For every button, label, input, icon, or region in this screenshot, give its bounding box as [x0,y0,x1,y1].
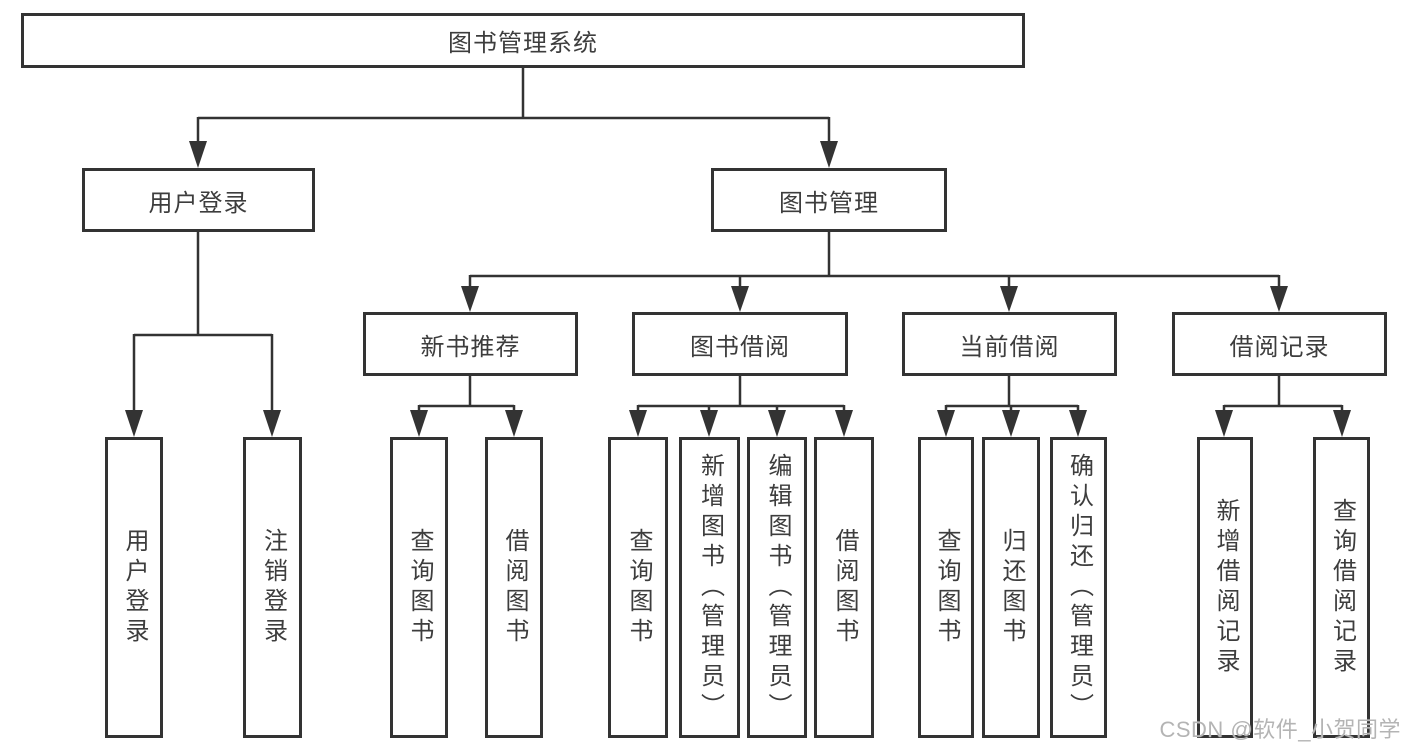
node-library-system-label: 图书管理系统 [448,30,598,57]
leaf-borrow-query-books-label: 查询图书 [625,527,652,648]
node-new-book-recommendation: 新书推荐 [363,312,578,376]
leaf-user-login-label: 用户登录 [121,527,148,648]
leaf-add-books-admin-label: 新增图书（管理员） [696,452,724,723]
leaf-recommend-query-books: 查询图书 [390,437,448,738]
leaf-borrow-books-label: 借阅图书 [831,527,858,648]
leaf-logout: 注销登录 [243,437,302,738]
leaf-recommend-borrow-books: 借阅图书 [485,437,543,738]
leaf-return-books-label: 归还图书 [998,527,1025,648]
arrowhead-icons [125,141,1351,437]
leaf-logout-label: 注销登录 [259,527,287,648]
leaf-current-query-books: 查询图书 [918,437,974,738]
leaf-borrow-query-books: 查询图书 [608,437,668,738]
node-book-borrowing-label: 图书借阅 [690,333,790,361]
leaf-recommend-query-books-label: 查询图书 [406,527,433,648]
leaf-query-borrow-record: 查询借阅记录 [1313,437,1370,738]
leaf-edit-books-admin: 编辑图书（管理员） [747,437,807,738]
leaf-return-books: 归还图书 [982,437,1040,738]
leaf-query-borrow-record-label: 查询借阅记录 [1328,497,1356,678]
node-book-borrowing: 图书借阅 [632,312,848,376]
node-new-book-recommendation-label: 新书推荐 [420,333,521,361]
node-current-borrowing: 当前借阅 [902,312,1117,376]
node-borrowing-records-label: 借阅记录 [1229,333,1330,361]
node-user-login-label: 用户登录 [148,189,249,217]
csdn-watermark: CSDN @软件_小贺同学 [1159,717,1401,742]
node-library-system: 图书管理系统 [21,13,1025,68]
leaf-recommend-borrow-books-label: 借阅图书 [501,527,528,648]
node-book-management-label: 图书管理 [779,189,879,217]
leaf-confirm-return-admin: 确认归还（管理员） [1050,437,1107,738]
leaf-borrow-books: 借阅图书 [814,437,874,738]
leaf-confirm-return-admin-label: 确认归还（管理员） [1065,452,1093,723]
node-book-management: 图书管理 [711,168,947,232]
node-current-borrowing-label: 当前借阅 [959,333,1060,361]
leaf-edit-books-admin-label: 编辑图书（管理员） [764,452,791,723]
leaf-add-books-admin: 新增图书（管理员） [679,437,740,738]
node-borrowing-records: 借阅记录 [1172,312,1387,376]
leaf-user-login: 用户登录 [105,437,163,738]
leaf-add-borrow-record-label: 新增借阅记录 [1212,497,1239,678]
node-user-login: 用户登录 [82,168,315,232]
leaf-current-query-books-label: 查询图书 [933,527,960,648]
leaf-add-borrow-record: 新增借阅记录 [1197,437,1253,738]
